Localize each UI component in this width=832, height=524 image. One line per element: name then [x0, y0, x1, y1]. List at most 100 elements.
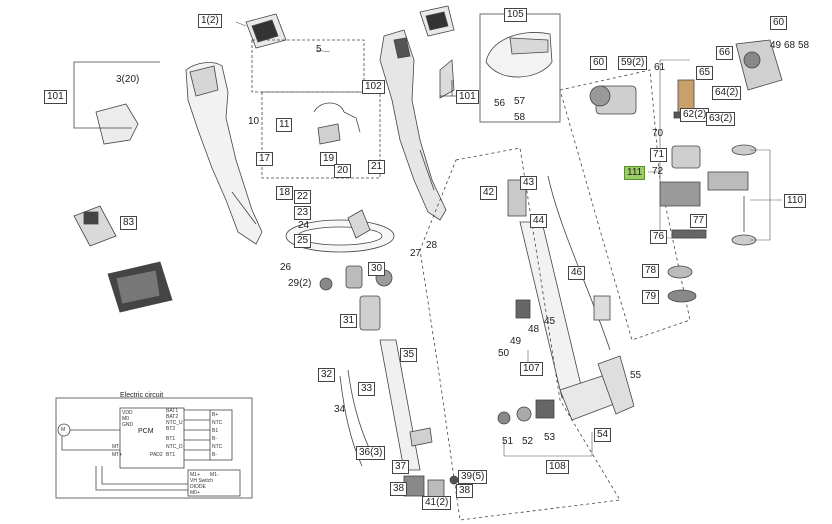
- part-label-19: 19: [320, 152, 338, 166]
- shaft-clip-37: [409, 427, 433, 447]
- spool-assembly-110: [707, 144, 757, 246]
- part-label-83: 83: [120, 216, 138, 230]
- part-label-68: 68: [784, 40, 796, 51]
- part-label-41: 41(2): [422, 496, 452, 510]
- part-label-22: 22: [294, 190, 312, 204]
- part-label-61: 61: [654, 62, 666, 73]
- part-label-102: 102: [362, 80, 385, 94]
- part-label-33: 33: [358, 382, 376, 396]
- part-label-51: 51: [502, 436, 514, 447]
- part-label-76: 76: [650, 230, 668, 244]
- circuit-pin-pad2: PAD2: [150, 452, 163, 458]
- gear-housing-60: [735, 39, 783, 91]
- circuit-pin-gnd: GND: [122, 422, 134, 428]
- circuit-pin-mt-plus: MT+: [112, 452, 123, 458]
- part-label-20: 20: [334, 164, 352, 178]
- part-label-32: 32: [318, 368, 336, 382]
- part-label-42: 42: [480, 186, 498, 200]
- part-label-107: 107: [520, 362, 543, 376]
- part-label-64: 64(2): [712, 86, 742, 100]
- circuit-sw-diode: DIODE: [190, 484, 206, 490]
- part-label-50: 50: [498, 348, 510, 359]
- circuit-pin-bt1: BT1: [166, 436, 176, 442]
- leader-2: [235, 21, 247, 27]
- circuit-motor-label: M: [61, 427, 66, 433]
- part-label-71: 71: [650, 148, 668, 162]
- part-label-24: 24: [298, 220, 310, 231]
- circuit-cell-b-minus-2: B-: [212, 452, 217, 458]
- cap-79: [667, 289, 697, 303]
- pcm-block: [119, 407, 185, 469]
- part-label-28: 28: [426, 240, 438, 251]
- part-label-70: 70: [652, 128, 664, 139]
- cover-plate-101-left: [95, 103, 139, 145]
- guard-cover-56: [485, 32, 553, 78]
- part-label-110: 110: [784, 194, 806, 208]
- connector-46: [593, 295, 611, 321]
- circuit-cell-ntc: NTC: [212, 420, 223, 426]
- circuit-sw-m1-plus: M1+: [190, 472, 200, 478]
- part-label-36: 36(3): [356, 446, 386, 460]
- coupling-31: [359, 295, 381, 331]
- circuit-pin-bat2: BAT2: [166, 414, 179, 420]
- cover-plate-101-right: [439, 59, 455, 99]
- part-label-105: 105: [504, 8, 527, 22]
- part-label-17: 17: [256, 152, 274, 166]
- leader-5: [315, 49, 331, 53]
- bail-handle: [285, 209, 395, 253]
- part-label-23: 23: [294, 206, 312, 220]
- part-label-101-left: 101: [44, 90, 67, 104]
- part-label-111: 111: [624, 166, 646, 180]
- part-label-29: 29(2): [288, 278, 312, 289]
- part-label-56: 56: [494, 98, 506, 109]
- part-label-27: 27: [410, 248, 422, 259]
- brushes-76: [671, 229, 707, 239]
- part-label-38-right: 38: [456, 484, 474, 498]
- cable-46: [547, 175, 611, 351]
- part-label-46: 46: [568, 266, 586, 280]
- part-label-18: 18: [276, 186, 294, 200]
- circuit-pin-m0: M0: [122, 416, 129, 422]
- stator-71: [671, 145, 701, 169]
- motor-dashed-zone: [559, 69, 691, 341]
- part-label-101-right: 101: [456, 90, 479, 104]
- circuit-cell-ntc-2: NTC: [212, 444, 223, 450]
- circuit-pin-vdd: VDD: [122, 410, 133, 416]
- motor-60: [589, 85, 637, 115]
- cells-block: [209, 409, 233, 461]
- part-label-25: 25: [294, 234, 312, 248]
- part-label-3: 3(20): [116, 74, 140, 85]
- circuit-pin-ntc-u: NTC_U: [166, 420, 183, 426]
- switch-parts-inset: [251, 39, 365, 93]
- part-label-5: 5: [316, 44, 322, 55]
- part-label-48: 48: [528, 324, 540, 335]
- part-label-62: 62(2): [680, 108, 710, 122]
- part-label-45: 45: [544, 316, 556, 327]
- leader-108: [503, 432, 593, 457]
- gear-housing-77: [659, 181, 701, 207]
- part-label-52: 52: [522, 436, 534, 447]
- circuit-cell-b1: B1: [212, 428, 219, 434]
- part-label-44: 44: [530, 214, 548, 228]
- part-label-38-left: 38: [390, 482, 408, 496]
- part-label-63: 63(2): [706, 112, 736, 126]
- part-label-58-right: 58: [798, 40, 810, 51]
- circuit-pin-bt1-b: BT1: [166, 452, 176, 458]
- part-label-57: 57: [514, 96, 526, 107]
- circuit-sw-m0-plus: M0+: [190, 490, 200, 496]
- circuit-sw-vh: VH Switch: [190, 478, 214, 484]
- circuit-pin-bat1: BAT1: [166, 408, 179, 414]
- part-label-53: 53: [544, 432, 556, 443]
- circuit-panel: [55, 397, 253, 499]
- circuit-pin-mt-minus: MT-: [112, 444, 121, 450]
- part-label-60-housing: 60: [770, 16, 788, 30]
- charger-83: [73, 205, 173, 313]
- part-label-37: 37: [392, 460, 410, 474]
- part-label-34: 34: [334, 404, 346, 415]
- wiring-parts-inset: [261, 91, 381, 179]
- part-label-21: 21: [368, 160, 386, 174]
- circuit-pcm-label: PCM: [138, 428, 154, 435]
- part-label-31: 31: [340, 314, 358, 328]
- left-housing-part: [185, 62, 263, 245]
